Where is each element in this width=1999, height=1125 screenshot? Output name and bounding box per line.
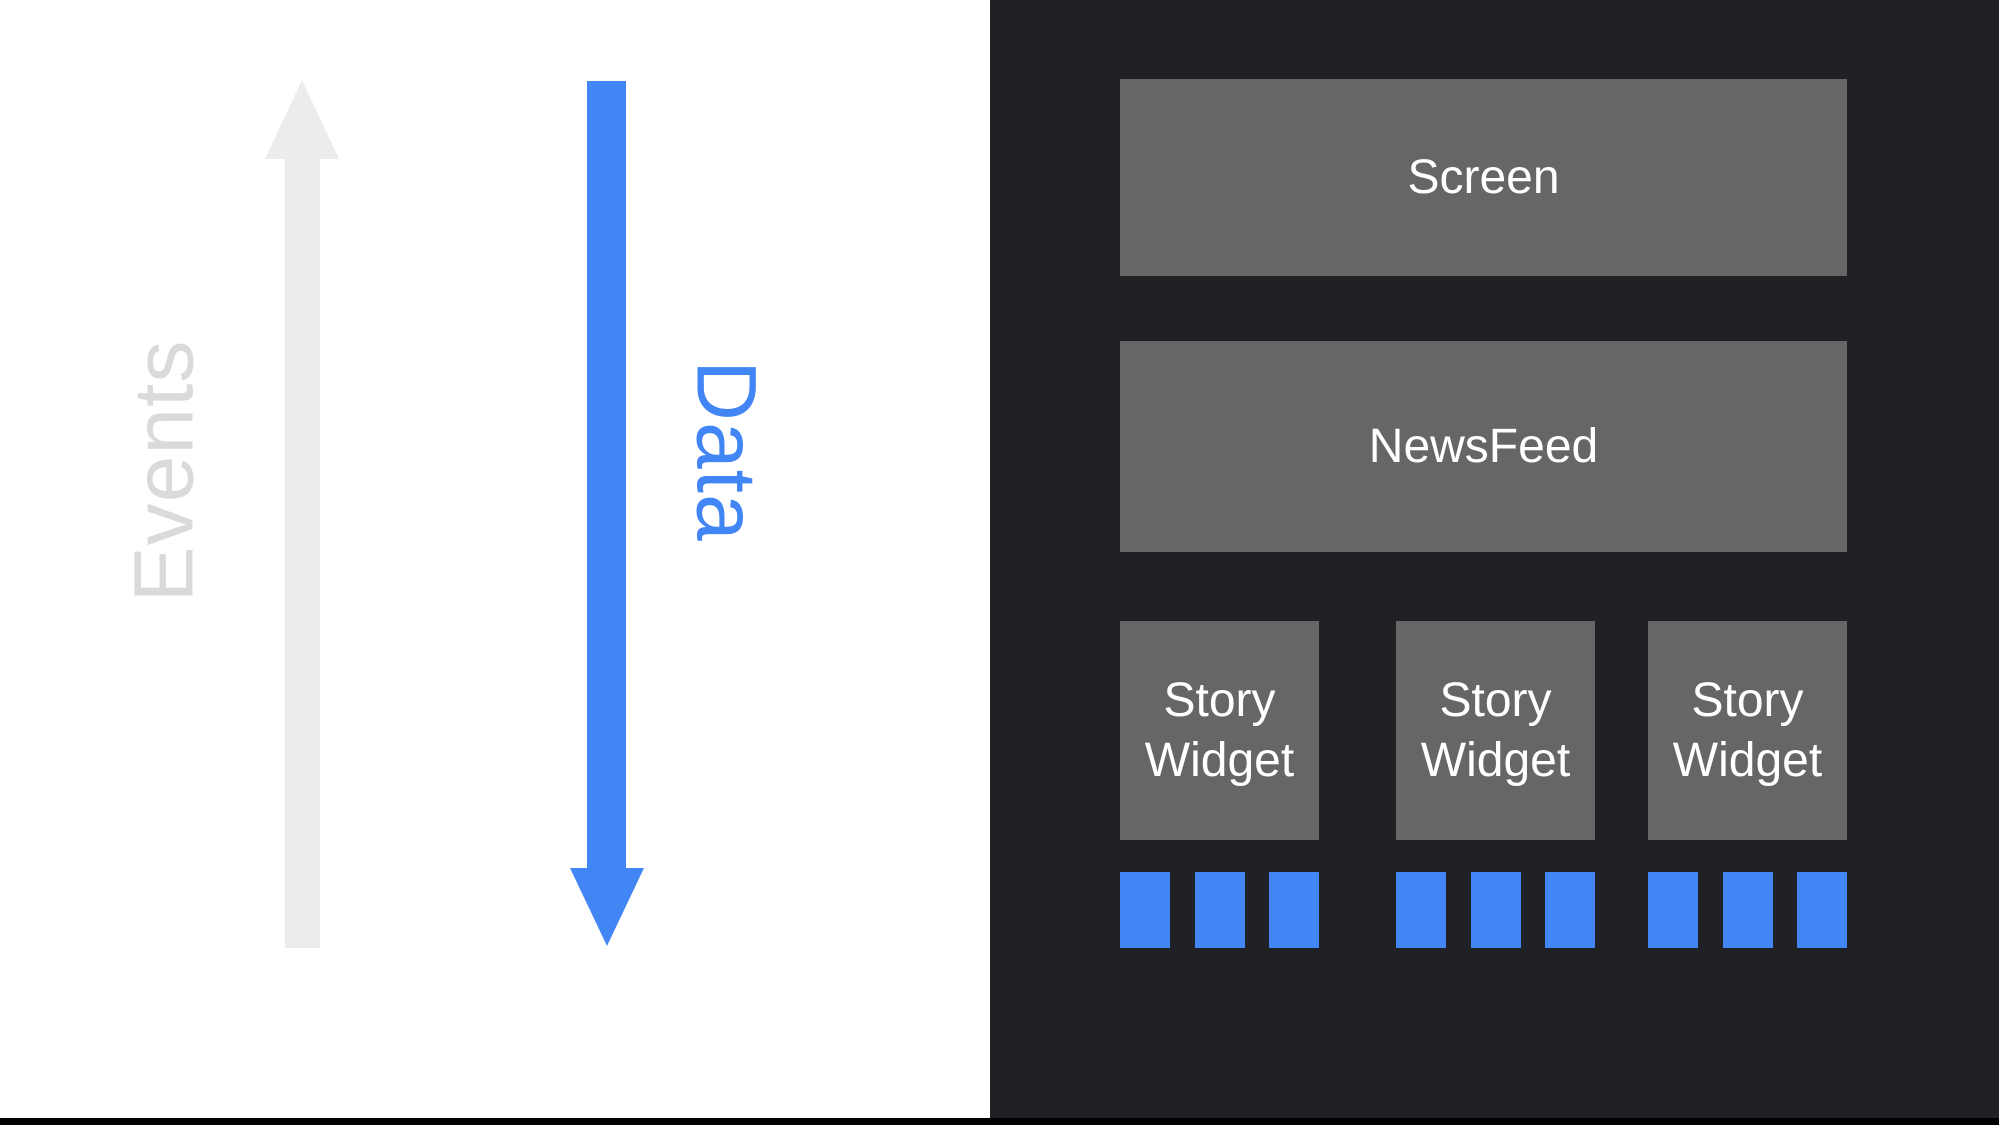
data-square — [1269, 872, 1319, 948]
events-up-arrow-shaft — [285, 157, 320, 948]
story-widget-label: Story Widget — [1420, 673, 1571, 787]
data-square — [1722, 872, 1773, 948]
story-data-squares-group — [1396, 872, 1595, 948]
story-widget-box: Story Widget — [1120, 621, 1319, 840]
data-square — [1545, 872, 1595, 948]
events-up-arrow-head-icon — [265, 80, 339, 159]
events-label: Events — [116, 339, 211, 603]
story-data-squares-group — [1120, 872, 1319, 948]
data-square — [1120, 872, 1170, 948]
data-square — [1194, 872, 1245, 948]
newsfeed-widget-label: NewsFeed — [1368, 419, 1599, 473]
story-widget-label: Story Widget — [1144, 673, 1295, 787]
data-square — [1470, 872, 1521, 948]
data-square — [1648, 872, 1698, 948]
slide-bottom-edge — [0, 1118, 1999, 1125]
data-square — [1396, 872, 1446, 948]
story-widget-box: Story Widget — [1648, 621, 1847, 840]
data-square — [1797, 872, 1847, 948]
newsfeed-widget-box: NewsFeed — [1120, 341, 1847, 552]
story-data-squares-group — [1648, 872, 1847, 948]
data-label: Data — [679, 360, 774, 542]
data-down-arrow-head-icon — [570, 868, 644, 946]
widget-tree-panel: Screen NewsFeed Story Widget Story Widge… — [990, 0, 1999, 1125]
screen-widget-label: Screen — [1407, 150, 1560, 204]
story-widget-label: Story Widget — [1672, 673, 1823, 787]
flow-panel: Events Data — [0, 0, 990, 1125]
story-widget-box: Story Widget — [1396, 621, 1595, 840]
screen-widget-box: Screen — [1120, 79, 1847, 276]
data-down-arrow-shaft — [587, 81, 626, 868]
